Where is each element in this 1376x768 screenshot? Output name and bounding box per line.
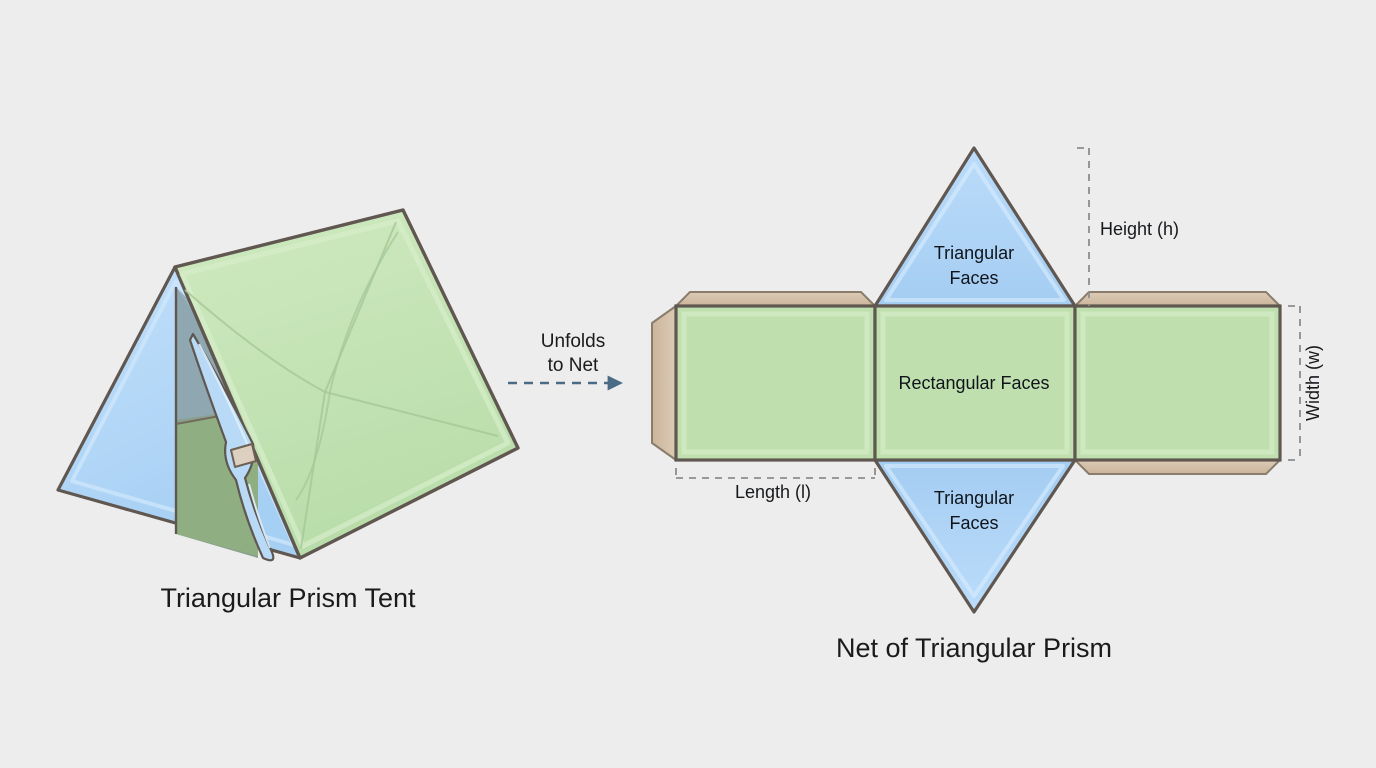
tent-illustration: Triangular Prism Tent bbox=[56, 208, 520, 613]
tent-fabric-crease-4 bbox=[300, 391, 326, 549]
net-triangle-top-label-line1: Triangular bbox=[934, 243, 1014, 263]
net-triangle-top-label-line2: Faces bbox=[949, 268, 998, 288]
net-rectangle-left bbox=[674, 304, 877, 462]
net-triangle-bottom-label-line1: Triangular bbox=[934, 488, 1014, 508]
dimension-length-label: Length (l) bbox=[735, 482, 811, 502]
flow-label-line2: to Net bbox=[548, 355, 599, 376]
net-triangle-bottom bbox=[873, 458, 1077, 614]
net-rectangle-left-inner-highlight bbox=[681, 311, 870, 455]
unfolds-to-net-flow: Unfolds to Net bbox=[508, 331, 623, 391]
dimension-length: Length (l) bbox=[675, 468, 876, 502]
tent-door-flap-fold-line-2 bbox=[248, 483, 271, 549]
tent-fabric-crease-2 bbox=[324, 391, 499, 437]
flow-label-line1: Unfolds bbox=[541, 331, 605, 352]
glue-tab-left bbox=[651, 305, 677, 461]
net-rectangle-middle bbox=[873, 304, 1077, 462]
tent-roof-front-panel bbox=[173, 208, 520, 560]
tent-flap-tie-band bbox=[230, 443, 257, 468]
net-rectangle-middle-inner-highlight bbox=[880, 311, 1070, 455]
net-rectangles-label: Rectangular Faces bbox=[898, 373, 1049, 393]
dimension-width: Width (w) bbox=[1288, 305, 1323, 461]
tent-door-flap-fold-line bbox=[198, 343, 250, 447]
glue-tab-right-top bbox=[1074, 291, 1281, 307]
net-caption: Net of Triangular Prism bbox=[836, 633, 1112, 663]
tent-roof-front-inner-highlight bbox=[179, 218, 511, 549]
tent-fabric-crease-5 bbox=[295, 231, 399, 501]
net-triangle-bottom-label-line2: Faces bbox=[949, 513, 998, 533]
net-illustration: Triangular Faces Rectangular Faces Trian… bbox=[651, 146, 1323, 663]
net-triangle-top-inner-highlight bbox=[884, 162, 1066, 302]
glue-tab-left-top bbox=[675, 291, 876, 307]
tent-fabric-crease-1 bbox=[184, 289, 326, 393]
tent-caption: Triangular Prism Tent bbox=[160, 583, 416, 613]
net-triangle-bottom-inner-highlight bbox=[884, 464, 1065, 598]
dimension-height-label: Height (h) bbox=[1100, 219, 1179, 239]
dimension-height: Height (h) bbox=[1077, 147, 1179, 306]
dimension-width-label: Width (w) bbox=[1303, 345, 1323, 421]
net-rectangle-right bbox=[1073, 304, 1282, 462]
net-rectangle-right-inner-highlight bbox=[1080, 311, 1275, 455]
glue-tab-right-bottom bbox=[1074, 459, 1281, 475]
